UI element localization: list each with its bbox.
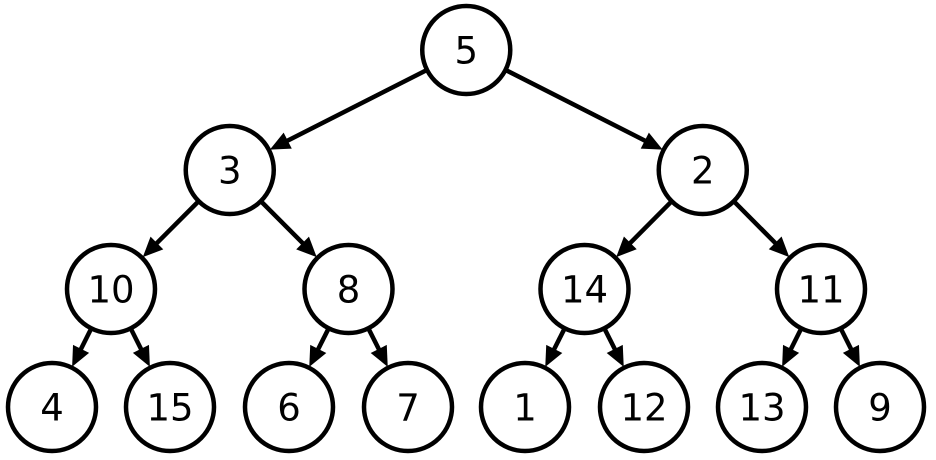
node-label: 14 [561, 269, 608, 312]
tree-node-13: 13 [715, 360, 809, 454]
node-label: 6 [277, 387, 301, 430]
arrow-head-icon [269, 132, 292, 150]
arrow-head-icon [545, 344, 563, 367]
node-label: 2 [691, 150, 715, 193]
arrow-head-icon [309, 344, 327, 367]
edge-line [78, 328, 93, 352]
tree-node-14: 14 [538, 242, 631, 336]
tree-node-10: 10 [64, 242, 158, 336]
node-label: 5 [454, 30, 478, 73]
edge-n10-n15 [129, 328, 150, 367]
edge-line [153, 200, 200, 246]
node-label: 13 [738, 387, 785, 430]
node-label: 12 [620, 387, 667, 430]
edge-line [284, 68, 428, 144]
edge-line [366, 328, 382, 352]
arrow-head-icon [606, 344, 624, 367]
node-circle [656, 123, 749, 217]
node-circle [420, 3, 513, 97]
node-circle [123, 360, 217, 454]
arrow-head-icon [370, 344, 388, 367]
tree-node-2: 2 [656, 123, 749, 217]
arrow-head-icon [142, 236, 164, 258]
tree-node-1: 1 [478, 360, 572, 454]
arrow-head-icon [842, 344, 860, 367]
tree-node-4: 4 [5, 360, 99, 454]
node-circle [361, 360, 455, 454]
edge-n10-n4 [72, 328, 93, 367]
edge-n11-n9 [839, 328, 860, 367]
node-circle [242, 360, 336, 454]
arrow-head-icon [72, 344, 90, 367]
node-label: 9 [868, 387, 892, 430]
arrow-head-icon [768, 236, 790, 258]
edge-n8-n6 [309, 328, 331, 367]
node-label: 1 [513, 387, 537, 430]
node-circle [183, 123, 276, 217]
tree-node-8: 8 [302, 242, 395, 336]
node-circle [5, 360, 99, 454]
node-circle [538, 242, 631, 336]
arrow-head-icon [616, 236, 637, 258]
edge-line [732, 200, 779, 246]
edge-n3-n10 [142, 200, 200, 258]
node-label: 11 [797, 269, 844, 312]
tree-node-9: 9 [833, 360, 927, 454]
edge-line [551, 328, 567, 352]
node-circle [715, 360, 809, 454]
node-label: 8 [337, 269, 361, 312]
node-label: 15 [146, 387, 193, 430]
edge-line [259, 200, 306, 246]
arrow-head-icon [782, 344, 800, 367]
node-label: 10 [87, 269, 134, 312]
tree-node-7: 7 [361, 360, 455, 454]
node-circle [64, 242, 158, 336]
node-circle [597, 360, 691, 454]
node-circle [302, 242, 395, 336]
edge-line [788, 328, 803, 352]
edge-line [129, 328, 144, 352]
node-label: 3 [218, 150, 242, 193]
tree-node-5: 5 [420, 3, 513, 97]
arrow-head-icon [132, 344, 150, 367]
node-label: 4 [40, 387, 64, 430]
tree-node-11: 11 [774, 242, 868, 336]
arrow-head-icon [296, 236, 317, 258]
edge-n5-n2 [505, 68, 663, 150]
edge-n11-n13 [782, 328, 803, 367]
edge-line [505, 68, 648, 144]
node-label: 7 [396, 387, 420, 430]
tree-node-12: 12 [597, 360, 691, 454]
edge-n2-n14 [616, 200, 673, 258]
node-circle [478, 360, 572, 454]
edge-line [839, 328, 854, 352]
tree-node-6: 6 [242, 360, 336, 454]
edge-n14-n1 [545, 328, 567, 367]
node-circle [774, 242, 868, 336]
edge-n3-n8 [259, 200, 317, 258]
edge-n2-n11 [732, 200, 790, 258]
edges-layer [72, 68, 860, 367]
edge-line [627, 200, 673, 246]
tree-node-3: 3 [183, 123, 276, 217]
tree-node-15: 15 [123, 360, 217, 454]
node-circle [833, 360, 927, 454]
edge-line [315, 328, 331, 352]
edge-line [602, 328, 618, 352]
edge-n14-n12 [602, 328, 624, 367]
nodes-layer: 5 3 2 10 8 14 11 4 15 6 7 1 12 13 9 [5, 3, 927, 454]
edge-n5-n3 [269, 68, 428, 150]
edge-n8-n7 [366, 328, 388, 367]
arrow-head-icon [640, 132, 663, 150]
